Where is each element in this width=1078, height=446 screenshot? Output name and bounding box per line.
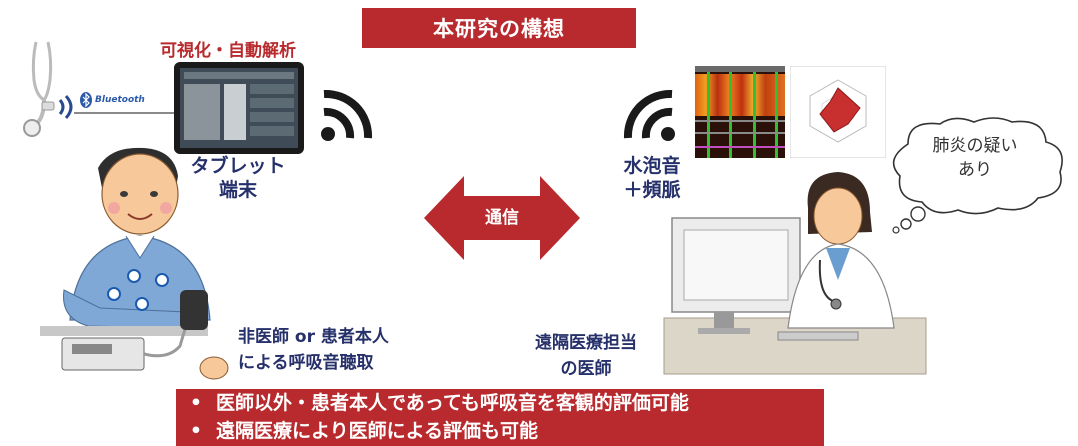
patient-label: 非医師 or 患者本人 による呼吸音聴取 xyxy=(238,324,389,376)
doctor-illustration xyxy=(663,172,927,375)
spectrogram-panel xyxy=(695,66,785,158)
tablet-label-line2: 端末 xyxy=(218,179,257,201)
tablet-screen xyxy=(180,68,298,148)
bluetooth-label: Bluetooth xyxy=(95,95,145,105)
tablet-device xyxy=(174,62,304,154)
patient-label-line2: による呼吸音聴取 xyxy=(238,353,374,373)
patient-illustration xyxy=(40,147,229,380)
tablet-label: タブレット 端末 xyxy=(184,154,292,202)
thought-line2: あり xyxy=(958,160,992,180)
doctor-label-line1: 遠隔医療担当 xyxy=(535,333,637,353)
sound-label: 水泡音 ＋頻脈 xyxy=(612,154,692,202)
connection-line xyxy=(74,112,174,114)
doctor-label-line2: の医師 xyxy=(560,359,612,379)
thought-line1: 肺炎の疑い xyxy=(932,136,1018,156)
patient-label-line1: 非医師 or 患者本人 xyxy=(238,327,389,347)
bullet-2: • xyxy=(189,420,203,442)
stethoscope-icon xyxy=(23,41,55,137)
conclusion-item-1: • 医師以外・患者本人であっても呼吸音を客観的評価可能 xyxy=(176,389,824,417)
communication-arrow xyxy=(424,176,580,260)
conclusion-item-2: • 遠隔医療により医師による評価も可能 xyxy=(176,417,824,445)
thought-text: 肺炎の疑い あり xyxy=(910,134,1040,182)
radar-chart-panel xyxy=(790,66,886,158)
bluetooth-logo: Bluetooth xyxy=(80,92,145,108)
wireless-signal-icon xyxy=(58,94,73,120)
tablet-label-line1: タブレット xyxy=(190,155,286,177)
conclusion-text-1: 医師以外・患者本人であっても呼吸音を客観的評価可能 xyxy=(216,392,689,414)
bluetooth-icon xyxy=(80,92,92,108)
conclusion-text-2: 遠隔医療により医師による評価も可能 xyxy=(216,420,539,442)
conclusion-box: • 医師以外・患者本人であっても呼吸音を客観的評価可能 • 遠隔医療により医師に… xyxy=(176,389,824,446)
visualization-label: 可視化・自動解析 xyxy=(160,41,296,61)
thought-bubble xyxy=(892,117,1063,234)
title-text: 本研究の構想 xyxy=(433,17,565,41)
sound-label-line1: 水泡音 xyxy=(623,155,681,177)
communication-label: 通信 xyxy=(485,208,519,228)
bullet-1: • xyxy=(189,392,203,414)
signal-waves-right-icon xyxy=(623,89,675,141)
doctor-label: 遠隔医療担当 の医師 xyxy=(526,330,646,382)
title-banner: 本研究の構想 xyxy=(362,8,636,48)
signal-waves-left-icon xyxy=(321,89,373,141)
sound-label-line2: ＋頻脈 xyxy=(623,179,681,201)
